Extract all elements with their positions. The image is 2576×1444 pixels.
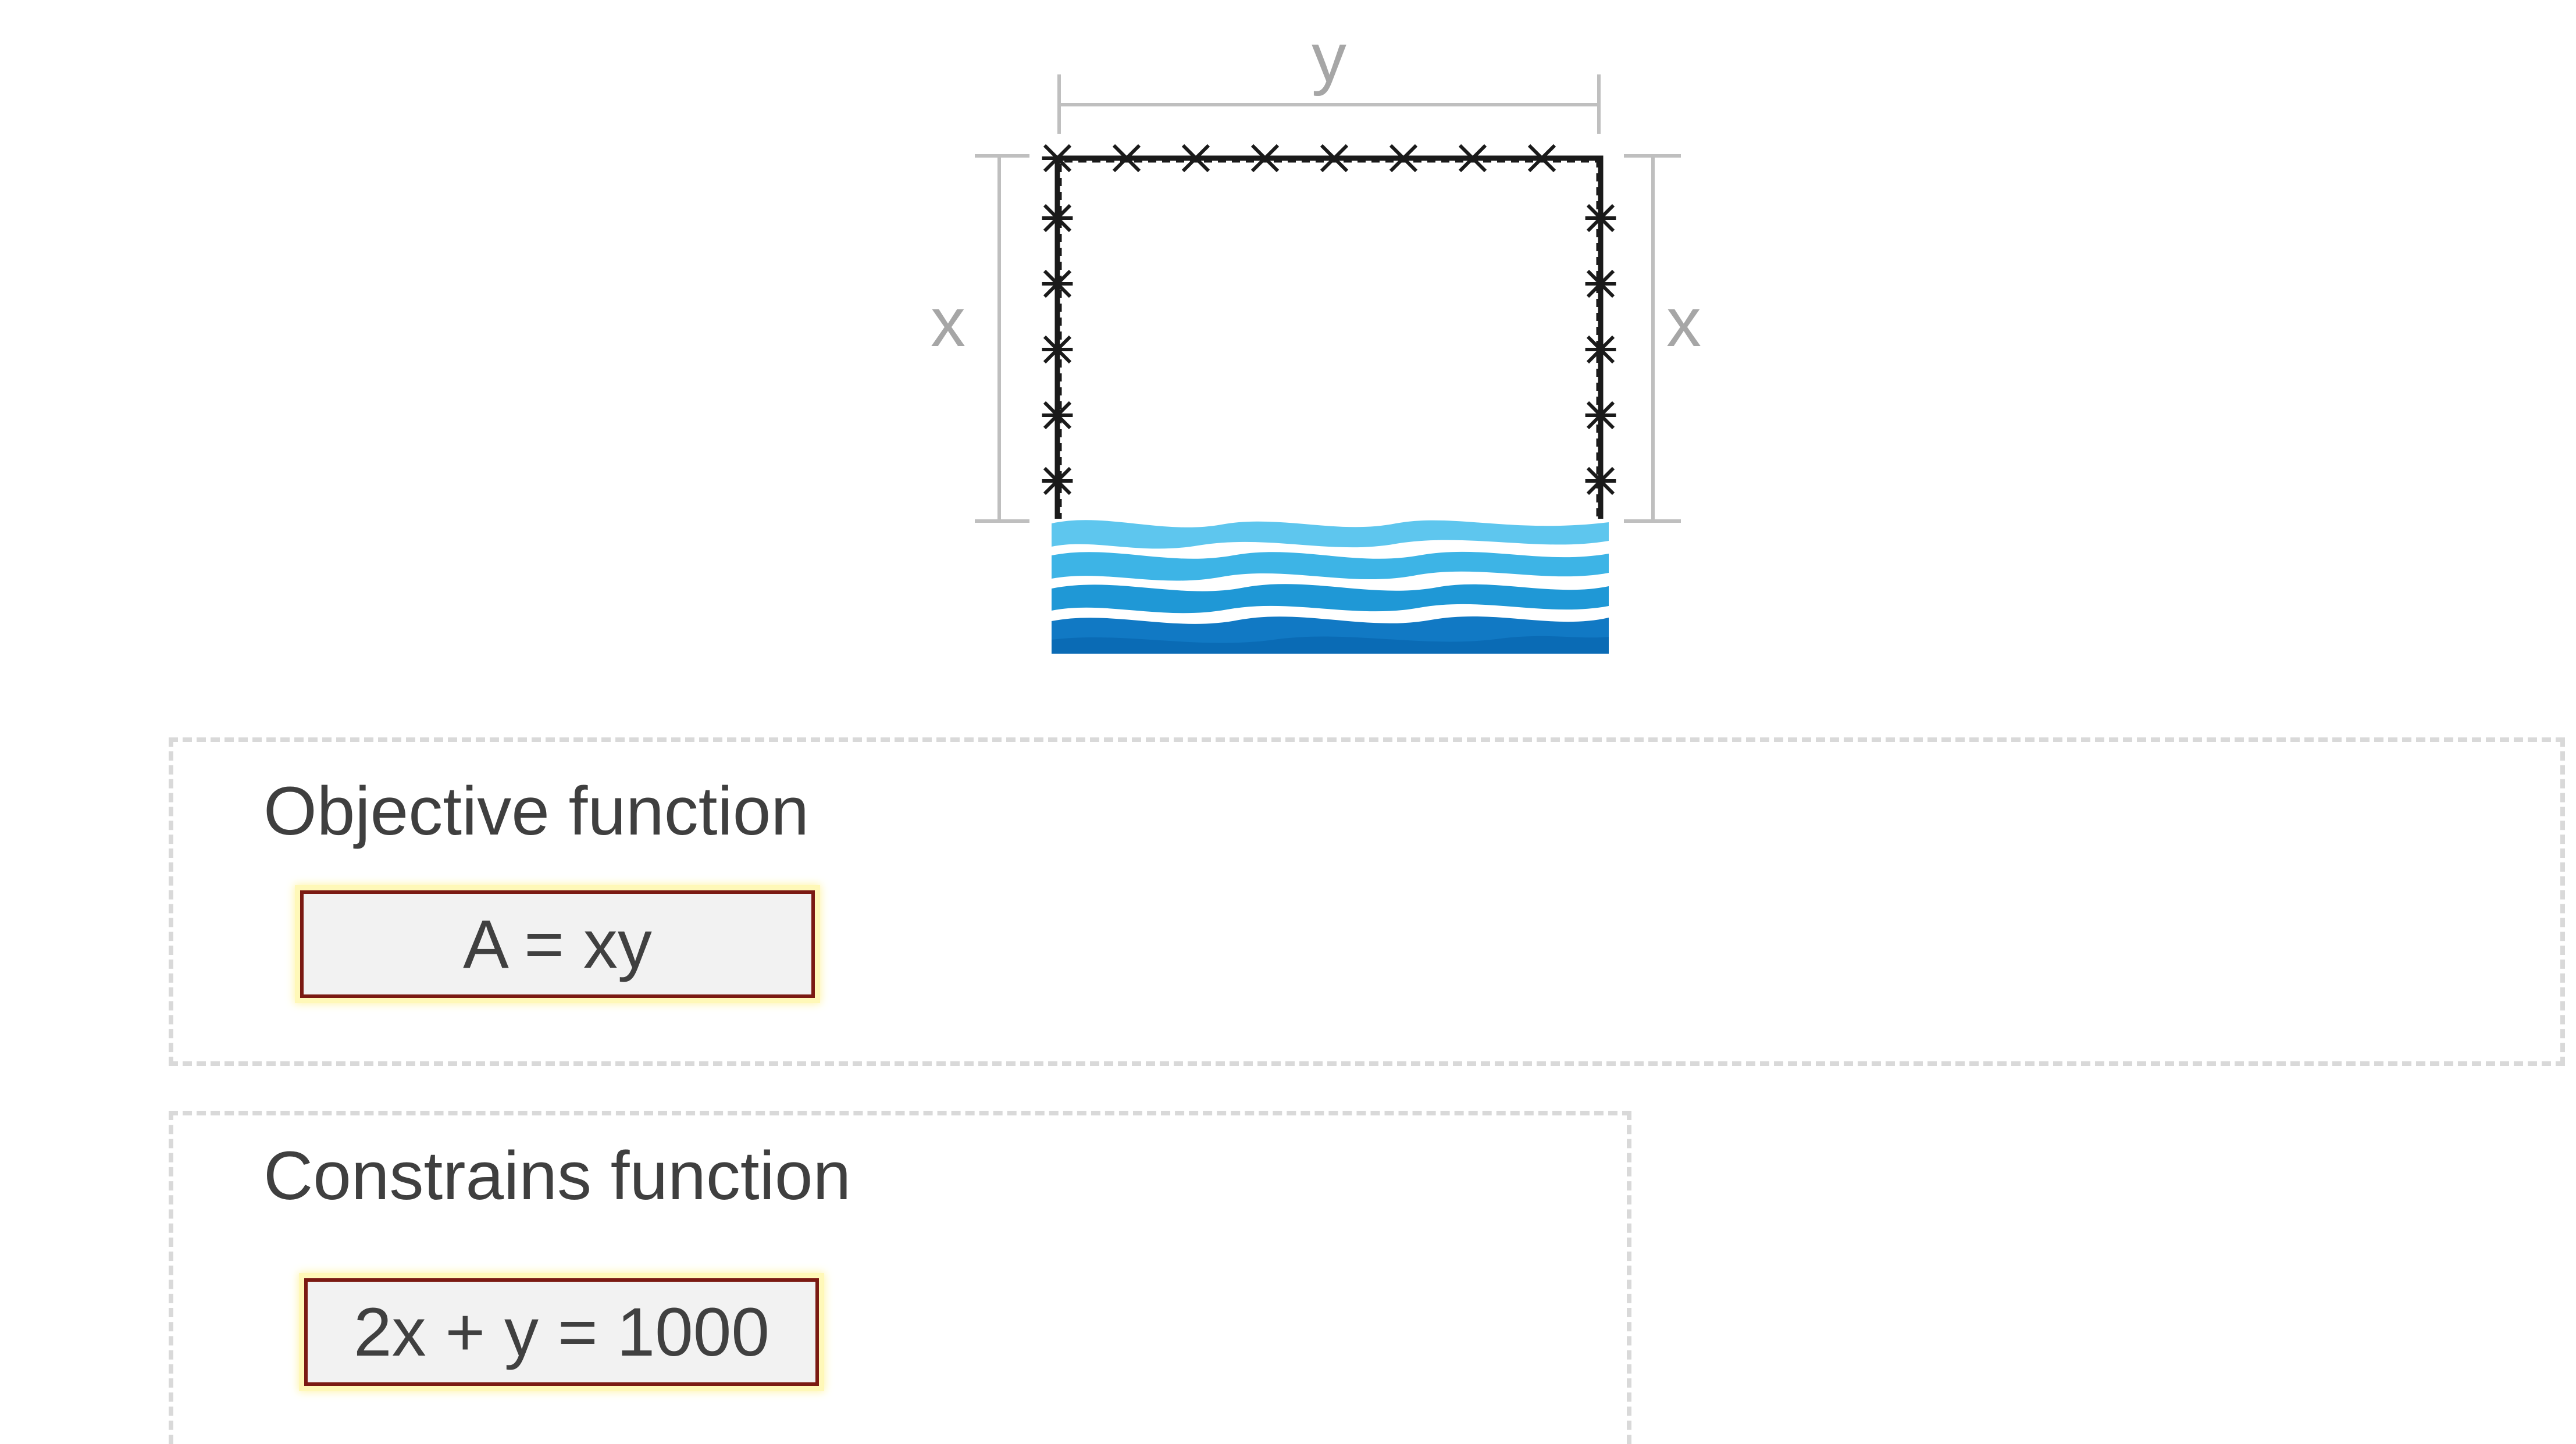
- label-x-left: x: [931, 283, 965, 361]
- objective-formula: A = xy: [300, 890, 815, 998]
- constraint-section: Constrains function 2x + y = 1000: [169, 1111, 1631, 1444]
- fence-barb-14: [1042, 401, 1073, 430]
- fence-barb-1: [1111, 144, 1142, 173]
- fence-barb-13: [1585, 335, 1616, 364]
- fence-barb-15: [1585, 401, 1616, 430]
- fence-barb-6: [1457, 144, 1488, 173]
- fence-barb-17: [1585, 466, 1616, 495]
- constraint-title: Constrains function: [263, 1138, 851, 1214]
- label-x-right: x: [1666, 283, 1701, 361]
- fence-barbs: [1042, 144, 1616, 495]
- fence-barb-2: [1180, 144, 1212, 173]
- constraint-formula: 2x + y = 1000: [304, 1278, 819, 1386]
- fence-barb-3: [1249, 144, 1281, 173]
- fence-barb-11: [1585, 269, 1616, 298]
- fence-barb-9: [1585, 204, 1616, 233]
- fence-barb-10: [1042, 269, 1073, 298]
- fence-barb-12: [1042, 335, 1073, 364]
- barbed-wire-fence: [1042, 144, 1616, 521]
- objective-section: Objective function A = xy: [169, 737, 2565, 1066]
- label-y: y: [1312, 19, 1346, 97]
- fence-barb-4: [1319, 144, 1350, 173]
- water-waves-icon: [1052, 519, 1609, 654]
- fence-diagram: y x x: [931, 19, 1701, 654]
- objective-title: Objective function: [263, 773, 809, 850]
- fence-barb-0: [1042, 144, 1073, 173]
- fence-barb-7: [1526, 144, 1558, 173]
- fence-barb-16: [1042, 466, 1073, 495]
- fence-barb-5: [1388, 144, 1419, 173]
- fence-barb-8: [1042, 204, 1073, 233]
- dimension-lines: [975, 74, 1681, 523]
